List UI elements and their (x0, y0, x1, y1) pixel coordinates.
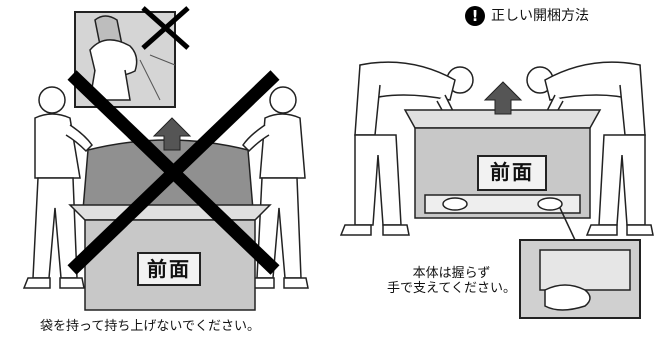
right-person (526, 61, 654, 236)
support-note: 本体は握らず 手で支えてください。 (387, 266, 516, 297)
left-person (22, 86, 93, 289)
up-arrow-icon (152, 117, 192, 151)
left-person (339, 61, 474, 236)
right-person (242, 86, 309, 289)
inset-hand-support (519, 239, 641, 319)
inset-prohibit-x-icon (141, 6, 190, 50)
correct-method-title: ! 正しい開梱方法 (465, 6, 589, 26)
front-label: 前面 (137, 252, 201, 286)
warning-caption: 袋を持って持ち上げないでください。 (40, 319, 260, 334)
correct-method-panel: ! 正しい開梱方法 前面 本体は握らず 手で支えてください。 (335, 0, 661, 343)
incorrect-method-panel: 前面 袋を持って持ち上げないでください。 (22, 6, 309, 334)
title-text: 正しい開梱方法 (491, 7, 589, 24)
up-arrow-icon (483, 81, 523, 115)
support-note-line2: 手で支えてください。 (387, 280, 516, 296)
warning-icon: ! (465, 6, 485, 26)
support-note-line1: 本体は握らず (412, 266, 491, 281)
prohibit-x-icon (67, 70, 280, 275)
incorrect-illustration (22, 6, 309, 311)
front-label: 前面 (477, 155, 547, 191)
